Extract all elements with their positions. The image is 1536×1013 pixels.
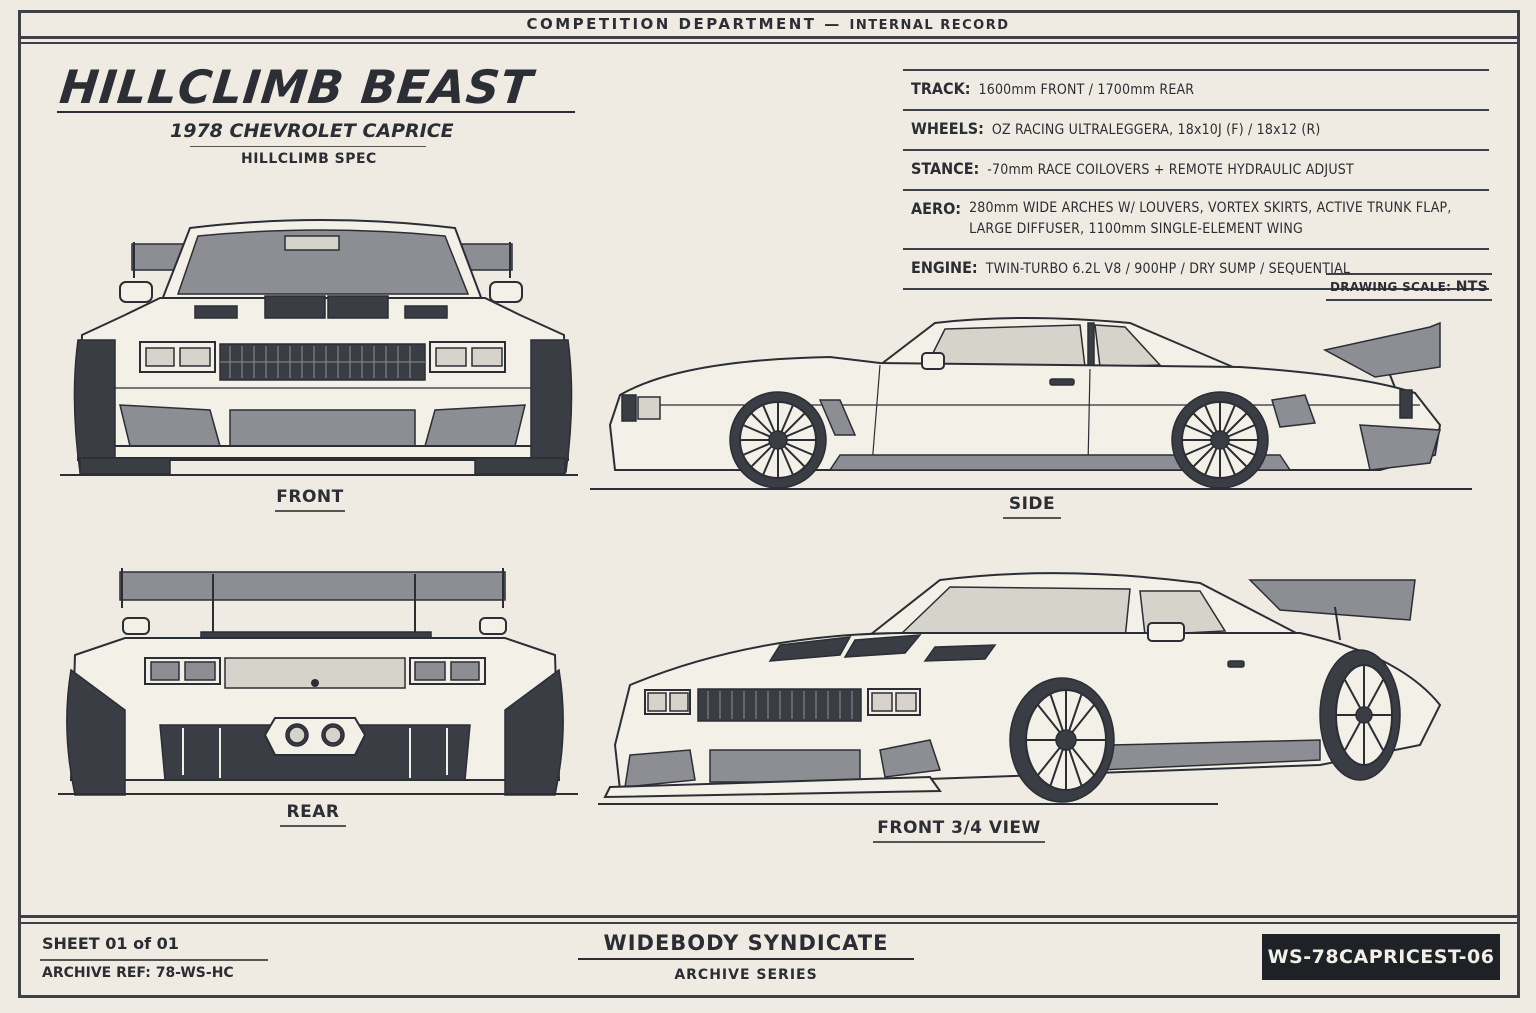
spec-row-stance: STANCE: -70mm RACE COILOVERS + REMOTE HYD…: [903, 149, 1489, 189]
brand-name: WIDEBODY SYNDICATE: [603, 931, 889, 955]
header-record: INTERNAL RECORD: [849, 18, 1010, 33]
scale-label: DRAWING SCALE:: [1329, 280, 1452, 294]
view-label-rear: REAR: [280, 802, 346, 827]
header-bar: COMPETITION DEPARTMENT — INTERNAL RECORD: [0, 15, 1536, 33]
vehicle-model: 1978 CHEVROLET CAPRICE: [170, 120, 454, 142]
sheet-number: SHEET 01 of 01: [42, 934, 179, 953]
spec-key: ENGINE:: [911, 258, 978, 277]
view-label-front-three-quarter: FRONT 3/4 VIEW: [873, 818, 1045, 843]
spec-value: TWIN-TURBO 6.2L V8 / 900HP / DRY SUMP / …: [985, 261, 1351, 277]
footer-divider: [18, 922, 1520, 924]
vehicle-spec: HILLCLIMB SPEC: [241, 151, 377, 167]
header-divider: [18, 42, 1520, 44]
archive-series: ARCHIVE SERIES: [674, 967, 818, 983]
header-separator: —: [824, 15, 842, 33]
rear-wheel: [1319, 649, 1401, 781]
rear-wheel: [1171, 391, 1269, 489]
spec-value: 1600mm FRONT / 1700mm REAR: [978, 82, 1195, 98]
front-ground-line: [60, 474, 578, 476]
header-divider: [18, 36, 1520, 39]
scale-value: NTS: [1455, 279, 1489, 295]
view-label-side: SIDE: [1003, 494, 1061, 519]
brand-underline: [578, 958, 914, 960]
header-department: COMPETITION DEPARTMENT: [526, 15, 817, 33]
spec-key: AERO:: [911, 199, 962, 218]
spec-value: OZ RACING ULTRALEGGERA, 18x10J (F) / 18x…: [991, 122, 1321, 138]
side-ground-line: [590, 488, 1472, 490]
page-title: HILLCLIMB BEAST: [57, 60, 536, 114]
spec-row-wheels: WHEELS: OZ RACING ULTRALEGGERA, 18x10J (F…: [903, 109, 1489, 149]
three-quarter-ground-line: [598, 803, 1218, 805]
footer-divider: [18, 915, 1520, 918]
front-three-quarter-drawing: [603, 572, 1442, 803]
view-label-front: FRONT: [275, 487, 345, 512]
drawing-scale: DRAWING SCALE: NTS: [1326, 273, 1492, 301]
spec-table: TRACK: 1600mm FRONT / 1700mm REAR WHEELS:…: [903, 69, 1489, 290]
spec-value: 280mm WIDE ARCHES W/ LOUVERS, VORTEX SKI…: [969, 200, 1452, 237]
title-underline: [57, 111, 575, 113]
document-code-badge: WS-78CAPRICEST-06: [1262, 934, 1500, 980]
rear-ground-line: [58, 793, 578, 795]
rear-view-drawing: [66, 568, 564, 796]
spec-row-track: TRACK: 1600mm FRONT / 1700mm REAR: [903, 69, 1489, 109]
model-underline: [190, 146, 426, 147]
front-wheel: [729, 391, 827, 489]
spec-value: -70mm RACE COILOVERS + REMOTE HYDRAULIC …: [987, 162, 1354, 178]
sheet-border: [18, 10, 1520, 998]
front-view-drawing: [73, 219, 573, 475]
spec-row-aero: AERO: 280mm WIDE ARCHES W/ LOUVERS, VORTE…: [903, 189, 1489, 248]
archive-ref: ARCHIVE REF: 78-WS-HC: [42, 965, 234, 981]
spec-key: STANCE:: [911, 159, 980, 178]
spec-row-engine: ENGINE: TWIN-TURBO 6.2L V8 / 900HP / DRY …: [903, 248, 1489, 290]
front-wheel: [1009, 677, 1115, 803]
spec-key: TRACK:: [911, 79, 971, 98]
spec-key: WHEELS:: [911, 119, 984, 138]
side-view-drawing: [608, 317, 1442, 489]
sheet-underline: [40, 959, 268, 961]
